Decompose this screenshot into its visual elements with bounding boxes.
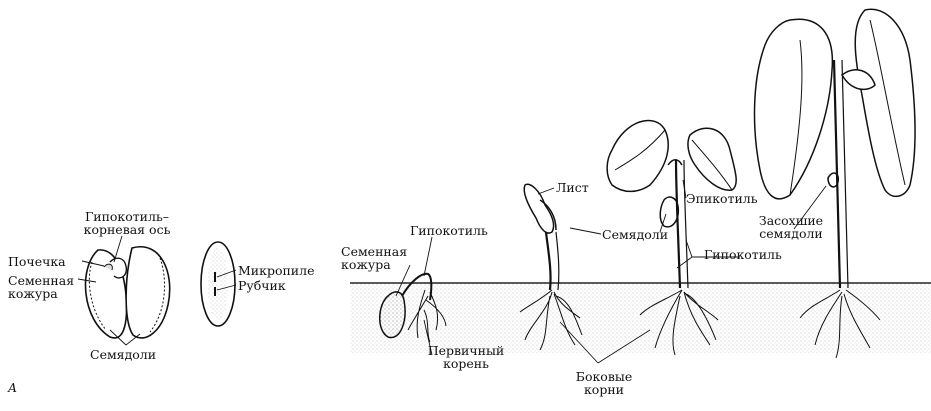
label-primary-root-line1: Первичный: [427, 343, 505, 358]
label-dried-cotyledons-line2: семядоли: [759, 226, 823, 241]
closed-seed: [200, 241, 236, 327]
label-epicotyl: Эпикотиль: [686, 191, 758, 206]
label-micropyle: Микропиле: [238, 263, 315, 278]
label-hypocotyl-root-axis-line2: корневая ось: [83, 222, 171, 237]
label-lateral-roots: Боковые корни: [564, 370, 644, 396]
label-dried-cotyledons: Засохшие семядоли: [750, 214, 832, 240]
label-seed-coat-mid: Семенная кожура: [341, 245, 407, 271]
label-seed-coat-mid-line1: Семенная: [341, 244, 408, 259]
soil-layer: [350, 282, 931, 353]
label-hypocotyl-root-axis: Гипокотиль– корневая ось: [80, 210, 174, 236]
label-primary-root: Первичный корень: [424, 344, 508, 370]
leader-lines: [77, 179, 827, 364]
label-hypocotyl-right: Гипокотиль: [704, 247, 782, 262]
seedling-stage-4: [753, 8, 916, 359]
label-cotyledons-mid: Семядоли: [602, 227, 669, 242]
label-lateral-roots-line1: Боковые: [575, 369, 633, 384]
label-plumule: Почечка: [8, 254, 66, 269]
label-cotyledons-left: Семядоли: [90, 347, 157, 362]
opened-seed: [84, 245, 171, 339]
label-seed-coat-mid-line2: кожура: [341, 257, 391, 272]
label-hilum: Рубчик: [238, 278, 286, 293]
label-dried-cotyledons-line1: Засохшие: [758, 213, 824, 228]
panel-letter: А: [8, 381, 18, 395]
label-seed-coat-left-line1: Семенная: [8, 273, 75, 288]
label-leaf: Лист: [556, 180, 589, 195]
label-hypocotyl-top: Гипокотиль: [410, 223, 488, 238]
label-lateral-roots-line2: корни: [583, 382, 624, 397]
label-seed-coat-left-line2: кожура: [8, 286, 58, 301]
label-primary-root-line2: корень: [443, 356, 489, 371]
label-hypocotyl-root-axis-line1: Гипокотиль–: [84, 209, 170, 224]
label-seed-coat-left: Семенная кожура: [8, 274, 74, 300]
seedling-stage-3: [606, 119, 737, 356]
